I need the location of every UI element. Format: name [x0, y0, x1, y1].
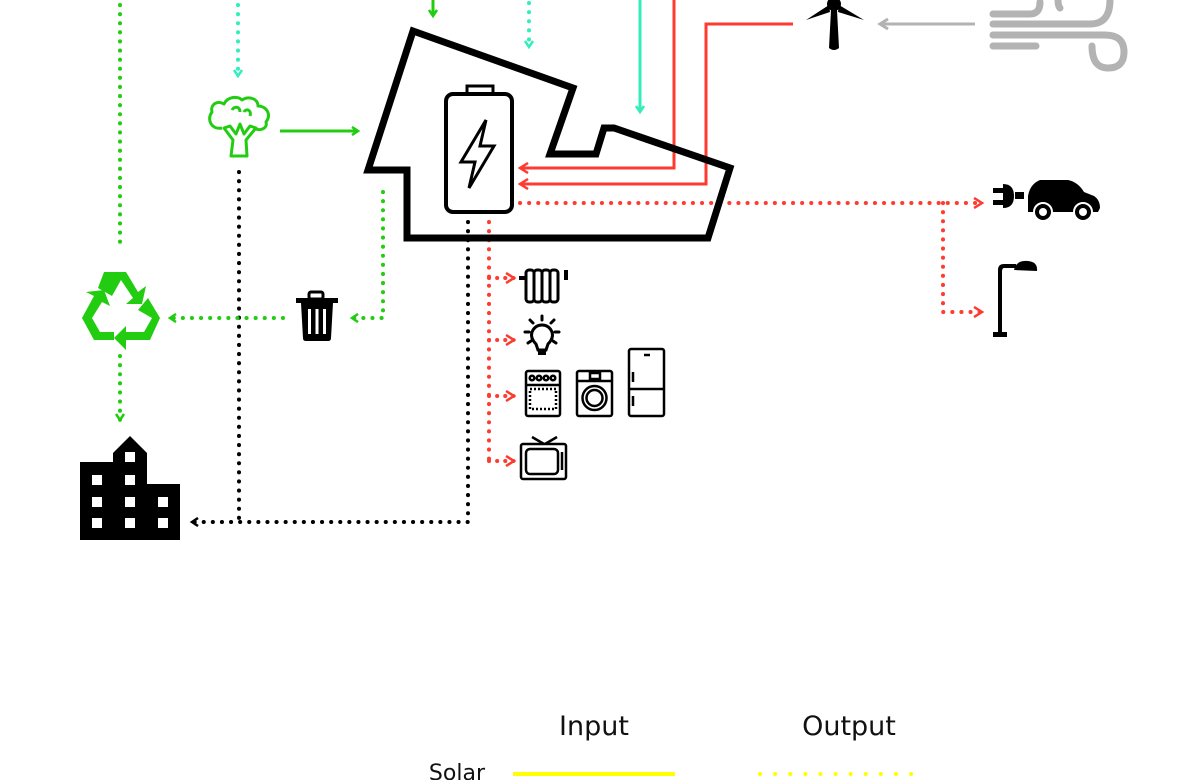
wind-icon: [989, 0, 1128, 72]
city-building-icon: [80, 436, 180, 540]
oven-icon: [524, 369, 562, 418]
legend-output-header: Output: [802, 711, 896, 742]
tv-icon: [519, 435, 568, 481]
legend-input-header: Input: [559, 711, 629, 742]
broccoli-icon: [208, 95, 270, 158]
electric-car-icon: [993, 180, 1100, 222]
legend: Input Output Solar: [429, 711, 924, 780]
flow-wind-turbine-into-battery: [520, 22, 793, 184]
flow-building-to-trash: [352, 190, 385, 318]
washing-machine-icon: [575, 369, 614, 418]
flow-building-waste-to-city: [192, 220, 470, 522]
light-bulb-icon: [523, 314, 561, 355]
wind-turbine-icon: [806, 0, 864, 50]
flow-electric-grid-into-battery: [520, 0, 676, 168]
battery-charging-icon: [444, 84, 514, 214]
house-outline-icon: [363, 26, 735, 242]
flow-battery-to-streetlight: [941, 201, 982, 312]
radiator-icon: [519, 268, 568, 304]
recycle-icon: [82, 272, 160, 350]
fridge-icon: [627, 347, 666, 418]
trash-bin-icon: [296, 290, 338, 341]
legend-row-label: Solar: [429, 761, 486, 780]
street-lamp-icon: [993, 260, 1038, 337]
